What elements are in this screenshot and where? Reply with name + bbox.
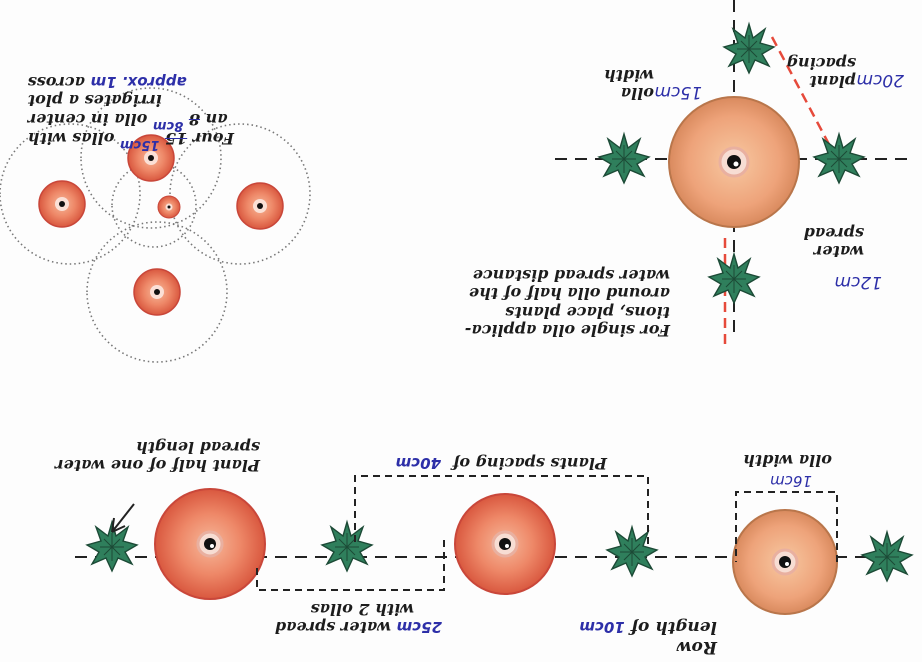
spacing-word: spacing — [786, 53, 856, 73]
plant-right — [598, 133, 650, 184]
water-word: water — [813, 242, 864, 261]
row-olla-width-label: olla width — [743, 451, 832, 470]
plant-word: plant — [809, 72, 856, 91]
row-diagram — [67, 475, 913, 615]
single-olla-diagram — [547, 0, 907, 344]
row-olla-3 — [154, 488, 266, 600]
olla-word: olla — [620, 84, 654, 103]
plant-half-line-2: spread length — [135, 437, 260, 457]
note-line-3: around olla half of the — [468, 284, 670, 304]
spread-circle-top — [80, 87, 222, 229]
row-water-spread-line-1: 25cm water spread — [274, 618, 442, 637]
hw-10cm: 10cm — [579, 618, 625, 637]
across-text: across — [27, 72, 86, 92]
spread-circle-bottom — [86, 221, 228, 363]
hw-40cm: 40cm — [395, 454, 442, 472]
four-olla-line-1: Four 15 15cm ollas with — [27, 128, 234, 152]
olla-bottom — [133, 268, 181, 316]
bracket-water-spread — [256, 540, 445, 591]
olla-right — [38, 180, 86, 228]
four-olla-cluster — [0, 87, 311, 363]
note-line-1: For single olla applica- — [464, 321, 670, 340]
width-word: width — [603, 65, 654, 85]
spread-circle-center — [111, 162, 197, 248]
olla-left — [236, 182, 284, 230]
ollas-with-text: ollas with — [27, 129, 115, 148]
single-olla-note: For single olla applica- tions, place pl… — [464, 265, 670, 340]
hw-15cm: 15cm — [120, 137, 160, 152]
hw-12cm: 12cm — [834, 272, 882, 292]
hw-approx-1m: approx. 1m — [90, 72, 187, 91]
spread-circle-right — [0, 123, 141, 265]
spread-word: spread — [803, 223, 864, 243]
plants-spacing-label: Plants spacing of 40cm — [395, 454, 607, 473]
row-olla-2 — [454, 493, 556, 595]
four-olla-line-2: an 8 8cm olla in center — [27, 109, 234, 133]
plant-bottom — [708, 253, 760, 304]
olla-in-center-text: olla in center — [27, 110, 148, 130]
an-text: an — [205, 110, 228, 130]
arrow-shaft — [111, 503, 135, 533]
four-text: Four — [192, 129, 234, 148]
hw-25cm: 25cm — [396, 618, 442, 636]
spread-circle-left — [169, 123, 311, 265]
row-olla-1 — [732, 509, 838, 615]
arrow-head — [111, 517, 126, 533]
plant-spacing-label: plant spacing — [786, 53, 856, 91]
row-plant-3 — [321, 521, 373, 572]
row-water-spread-label: 25cm water spread with 2 ollas — [274, 599, 442, 637]
hw-16cm: 16cm — [770, 472, 812, 490]
hw-15cm-olla: 15cm — [654, 82, 702, 102]
row-length-label: Row length of 10cm — [579, 617, 717, 657]
plant-top — [723, 23, 775, 74]
plants-spacing-text: Plants spacing of — [452, 454, 607, 473]
olla-center — [157, 195, 181, 219]
plant-half-label: Plant half of one water spread length — [55, 437, 260, 475]
irrigates-text: irrigates a plot — [27, 91, 162, 111]
water-spread-label: water spread — [803, 223, 864, 261]
with-2-ollas-text: with 2 ollas — [310, 599, 414, 619]
hw-20cm: 20cm — [856, 70, 904, 90]
hw-8cm: 8cm — [152, 118, 184, 134]
note-line-2: tions, place plants — [505, 302, 670, 322]
struck-8: 8 — [188, 110, 200, 130]
large-olla — [668, 96, 800, 228]
four-olla-line-4: approx. 1m across — [27, 72, 234, 92]
row-plant-2 — [606, 526, 658, 577]
plant-half-line-1: Plant half of one water — [55, 456, 260, 475]
length-of-text: length of — [630, 617, 717, 638]
plant-left — [813, 133, 865, 184]
olla-width-label: olla width — [603, 65, 654, 103]
olla-top — [127, 134, 175, 182]
row-word: Row — [676, 637, 717, 657]
water-spread-text: water spread — [274, 618, 392, 637]
bracket-olla-width — [735, 491, 838, 562]
note-line-4: water spread distance — [472, 265, 670, 285]
four-olla-caption: Four 15 15cm ollas with an 8 8cm olla in… — [27, 72, 234, 152]
row-length-line: length of 10cm — [579, 617, 717, 637]
row-plant-1 — [861, 531, 913, 582]
